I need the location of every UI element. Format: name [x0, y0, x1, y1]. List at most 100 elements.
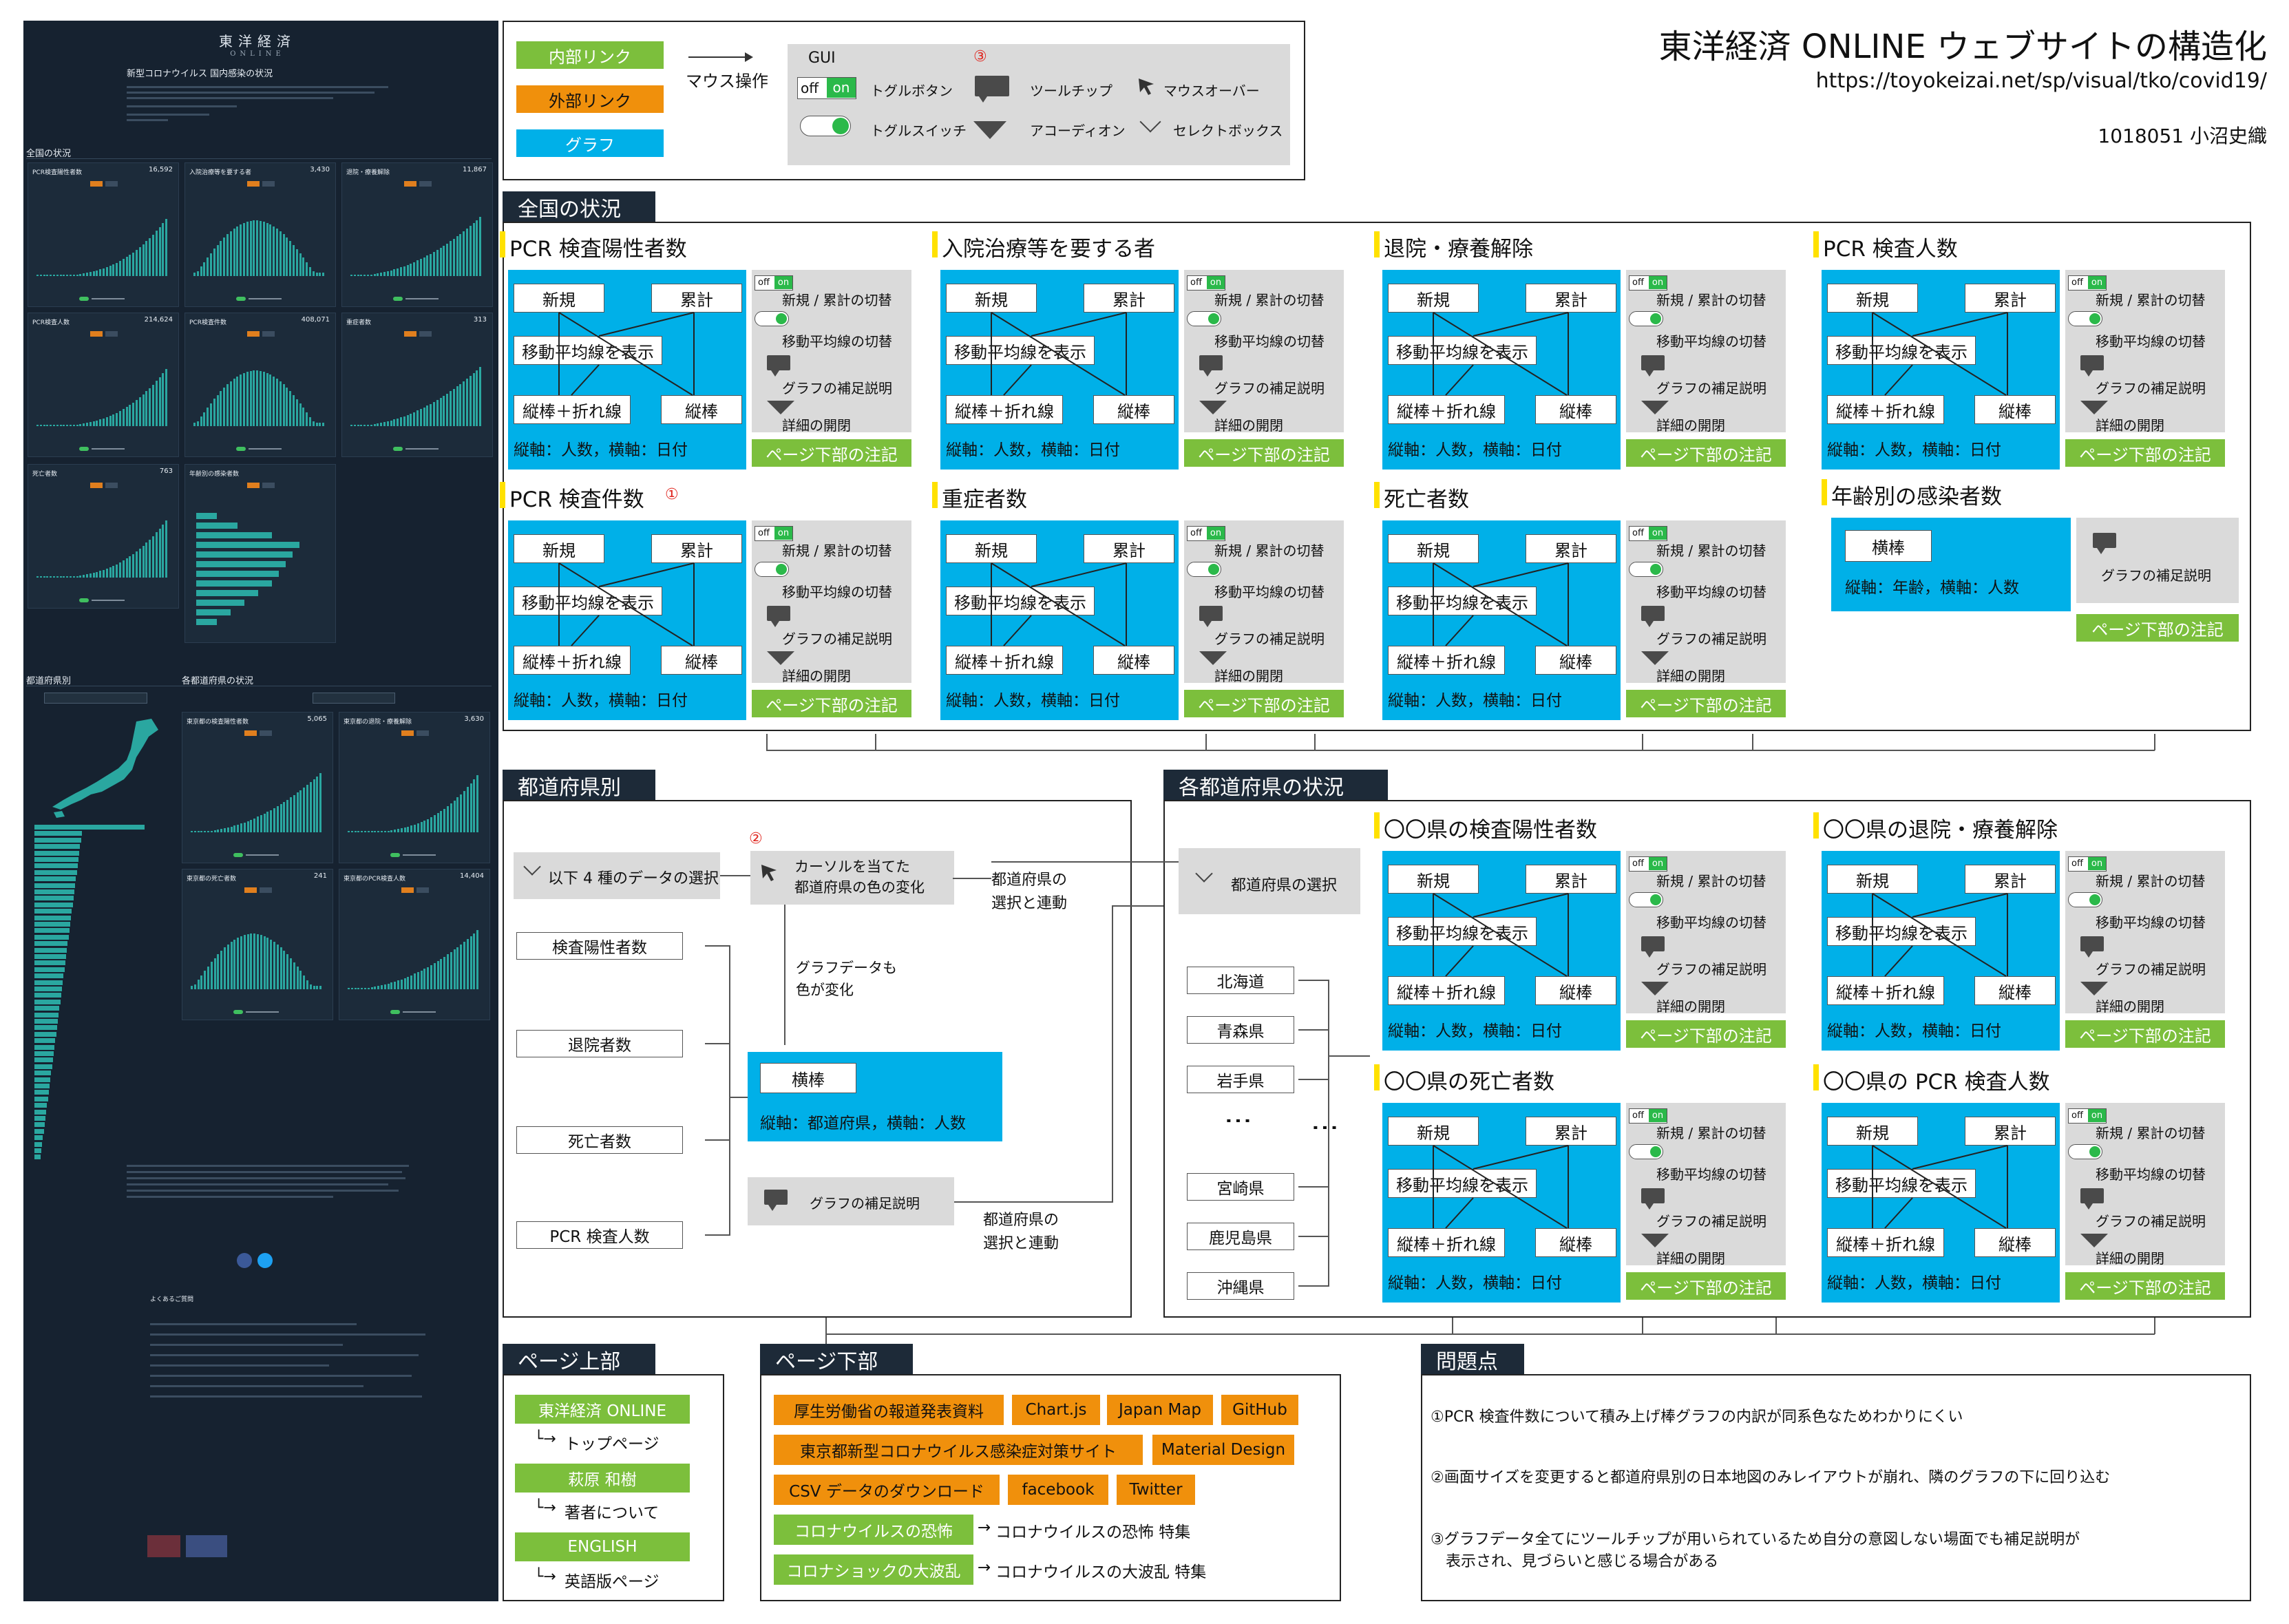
footnote-link[interactable]: ページ下部の注記 — [1184, 439, 1344, 467]
pref-option[interactable]: 鹿児島県 — [1187, 1223, 1294, 1250]
pref-data-select[interactable]: 以下 4 種のデータの選択 — [514, 852, 720, 899]
tooltip-icon[interactable] — [767, 606, 790, 627]
ma-toggle[interactable] — [1629, 562, 1663, 577]
external-link[interactable]: Material Design — [1152, 1435, 1294, 1465]
cumulative-button[interactable]: 累計 — [1965, 284, 2056, 313]
accordion-icon[interactable] — [767, 401, 794, 414]
new-button[interactable]: 新規 — [946, 284, 1037, 313]
cumulative-button[interactable]: 累計 — [1526, 865, 1616, 894]
cumulative-button[interactable]: 累計 — [1526, 284, 1616, 313]
footnote-link-age[interactable]: ページ下部の注記 — [2076, 614, 2239, 642]
moving-average-button[interactable]: 移動平均線を表示 — [946, 336, 1095, 365]
tooltip-icon[interactable] — [1641, 355, 1665, 377]
pref-option[interactable]: 沖縄県 — [1187, 1272, 1294, 1300]
tooltip-icon[interactable] — [1641, 606, 1665, 627]
ma-toggle[interactable] — [755, 311, 789, 326]
new-button[interactable]: 新規 — [514, 534, 604, 563]
tooltip-icon[interactable] — [764, 1190, 788, 1211]
cumulative-button[interactable]: 累計 — [651, 284, 742, 313]
footnote-link[interactable]: ページ下部の注記 — [1626, 690, 1786, 717]
new-button[interactable]: 新規 — [1388, 534, 1479, 563]
footnote-link[interactable]: ページ下部の注記 — [752, 439, 911, 467]
tooltip-icon[interactable] — [1641, 936, 1665, 958]
pref-option[interactable]: 北海道 — [1187, 967, 1294, 994]
moving-average-button[interactable]: 移動平均線を表示 — [946, 587, 1095, 615]
tooltip-icon[interactable] — [1199, 606, 1223, 627]
external-link[interactable]: Chart.js — [1012, 1395, 1100, 1425]
accordion-icon[interactable] — [1199, 651, 1227, 665]
pref-hover[interactable]: カーソルを当てた 都道府県の色の変化 — [750, 851, 954, 905]
accordion-icon[interactable] — [1641, 982, 1669, 995]
cumulative-button[interactable]: 累計 — [1965, 1117, 2056, 1146]
accordion-icon[interactable] — [2080, 1234, 2108, 1247]
cumulative-button[interactable]: 累計 — [1084, 534, 1174, 563]
accordion-icon[interactable] — [1641, 401, 1669, 414]
moving-average-button[interactable]: 移動平均線を表示 — [1388, 917, 1537, 946]
accordion-icon[interactable] — [767, 651, 794, 665]
tooltip-icon[interactable] — [2080, 936, 2104, 958]
new-button[interactable]: 新規 — [1388, 1117, 1479, 1146]
top-link[interactable]: 萩原 和樹 — [515, 1464, 690, 1493]
moving-average-button[interactable]: 移動平均線を表示 — [514, 587, 662, 615]
new-button[interactable]: 新規 — [1827, 284, 1918, 313]
external-link[interactable]: GitHub — [1221, 1395, 1298, 1425]
accordion-icon[interactable] — [1641, 651, 1669, 665]
moving-average-button[interactable]: 移動平均線を表示 — [1827, 336, 1976, 365]
cumulative-button[interactable]: 累計 — [1084, 284, 1174, 313]
moving-average-button[interactable]: 移動平均線を表示 — [1827, 917, 1976, 946]
tooltip-icon[interactable] — [1199, 355, 1223, 377]
bar-h-box[interactable]: 横棒 — [1845, 530, 1932, 562]
footnote-link[interactable]: ページ下部の注記 — [1626, 1020, 1786, 1048]
accordion-icon[interactable] — [2080, 982, 2108, 995]
footnote-link[interactable]: ページ下部の注記 — [1626, 1272, 1786, 1300]
ma-toggle[interactable] — [1629, 311, 1663, 326]
accordion-icon[interactable] — [1199, 401, 1227, 414]
shot-data-select[interactable] — [44, 693, 147, 704]
external-link[interactable]: 厚生労働省の報道発表資料 — [774, 1395, 1004, 1425]
footnote-link[interactable]: ページ下部の注記 — [2065, 1272, 2225, 1300]
external-link[interactable]: Japan Map — [1107, 1395, 1213, 1425]
footnote-link[interactable]: ページ下部の注記 — [752, 690, 911, 717]
cumulative-button[interactable]: 累計 — [1526, 534, 1616, 563]
internal-link[interactable]: コロナウイルスの恐怖 — [774, 1515, 973, 1545]
top-link[interactable]: ENGLISH — [515, 1532, 690, 1561]
external-link[interactable]: 東京都新型コロナウイルス感染症対策サイト — [774, 1435, 1143, 1465]
accordion-icon[interactable] — [1641, 1234, 1669, 1247]
data-type-option[interactable]: PCR 検査人数 — [516, 1221, 683, 1249]
tooltip-icon[interactable] — [2080, 355, 2104, 377]
tooltip-icon[interactable] — [767, 355, 790, 377]
tooltip-icon[interactable] — [2080, 1188, 2104, 1210]
cumulative-button[interactable]: 累計 — [1526, 1117, 1616, 1146]
ma-toggle[interactable] — [755, 562, 789, 577]
pref-select[interactable]: 都道府県の選択 — [1179, 848, 1360, 914]
data-type-option[interactable]: 退院者数 — [516, 1030, 683, 1057]
new-button[interactable]: 新規 — [1827, 1117, 1918, 1146]
pref-option[interactable]: 岩手県 — [1187, 1066, 1294, 1093]
new-button[interactable]: 新規 — [514, 284, 604, 313]
twitter-icon[interactable] — [257, 1253, 273, 1268]
pref-option[interactable]: 青森県 — [1187, 1016, 1294, 1044]
footnote-link[interactable]: ページ下部の注記 — [2065, 1020, 2225, 1048]
moving-average-button[interactable]: 移動平均線を表示 — [1388, 336, 1537, 365]
pref-option[interactable]: 宮崎県 — [1187, 1173, 1294, 1201]
ma-toggle[interactable] — [1187, 311, 1221, 326]
tooltip-icon[interactable] — [1641, 1188, 1665, 1210]
japan-map-icon[interactable] — [33, 716, 171, 819]
banner-daiharan[interactable] — [186, 1535, 227, 1557]
data-type-option[interactable]: 検査陽性者数 — [516, 932, 683, 960]
banner-kyofu[interactable] — [147, 1535, 180, 1557]
data-type-option[interactable]: 死亡者数 — [516, 1126, 683, 1154]
ma-toggle[interactable] — [2068, 892, 2102, 907]
cumulative-button[interactable]: 累計 — [651, 534, 742, 563]
